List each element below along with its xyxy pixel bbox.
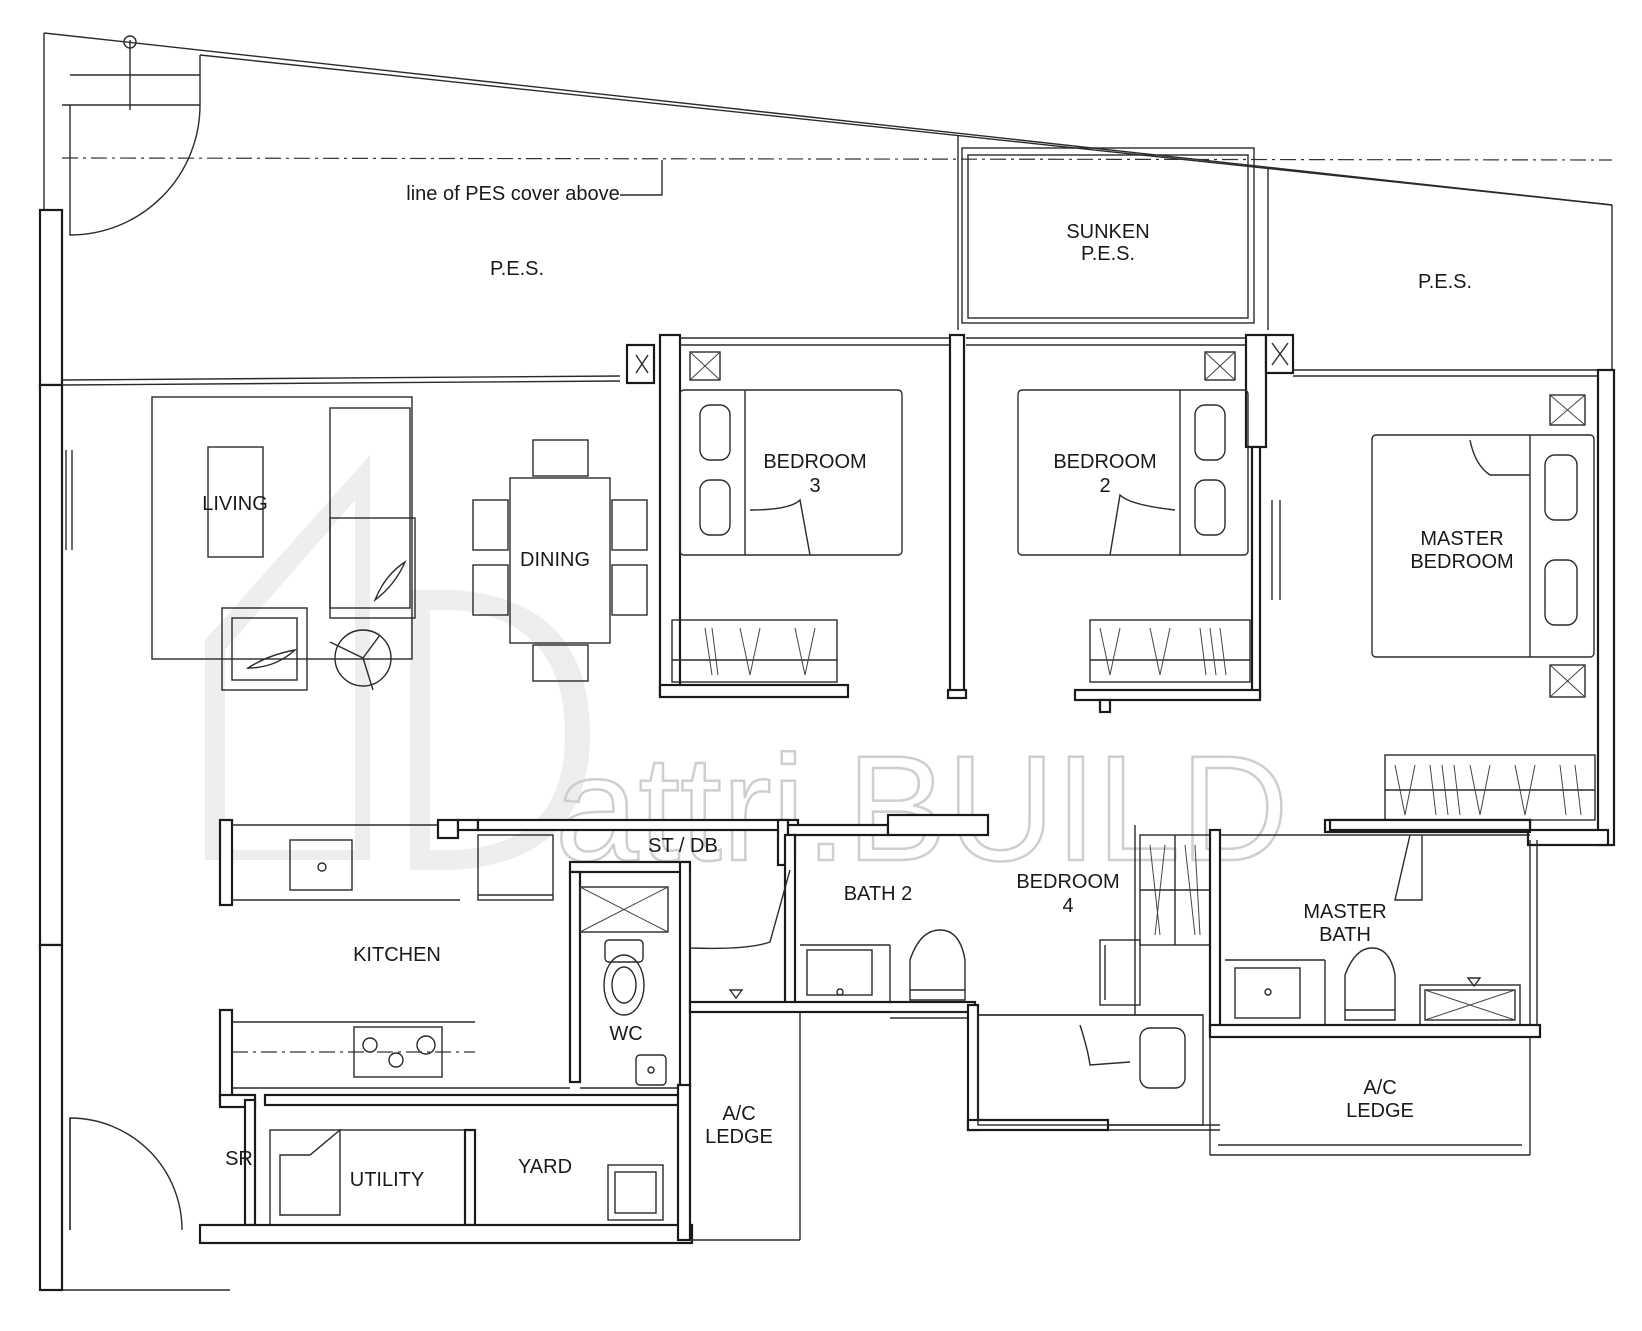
master-bath-label-2: BATH (1319, 924, 1371, 946)
outer-boundary (38, 32, 1613, 1292)
bedroom-3-label-1: BEDROOM (763, 451, 866, 473)
master-bath-label-1: MASTER (1303, 901, 1386, 923)
bedroom-4-walls (966, 825, 1222, 1132)
st-db-label: ST / DB (648, 835, 718, 857)
sunken-pes-label-2: P.E.S. (1081, 243, 1135, 265)
ac-ledge-left-label-1: A/C (722, 1103, 755, 1125)
room-labels: line of PES cover above P.E.S. SUNKEN P.… (202, 183, 1513, 1191)
bedroom-2-label-2: 2 (1099, 475, 1110, 497)
master-bedroom-walls (1264, 333, 1616, 847)
wc-label: WC (609, 1023, 642, 1045)
bedroom-4-label-1: BEDROOM (1016, 871, 1119, 893)
kitchen-service-walls (198, 818, 801, 1245)
master-bedroom-label-2: BEDROOM (1410, 551, 1513, 573)
bedroom-3-walls (625, 333, 958, 699)
entry-door-top (62, 35, 201, 236)
ac-ledge-right-label-2: LEDGE (1346, 1100, 1414, 1122)
ac-ledge-right-label-1: A/C (1363, 1077, 1396, 1099)
pes-left-label: P.E.S. (490, 258, 544, 280)
living-label: LIVING (202, 493, 268, 515)
entry-door-bottom (69, 1117, 183, 1231)
utility-label: UTILITY (350, 1169, 424, 1191)
ac-ledge-left-label-2: LEDGE (705, 1126, 773, 1148)
bath-2-walls (688, 813, 990, 1019)
bedroom-3-label-2: 3 (809, 475, 820, 497)
living-dining-furniture (65, 396, 648, 691)
kitchen-label: KITCHEN (353, 944, 441, 966)
master-bedroom-label-1: MASTER (1420, 528, 1503, 550)
sunken-pes-box (957, 135, 1269, 330)
dining-label: DINING (520, 549, 590, 571)
master-bath-walls (1208, 818, 1542, 1156)
bedroom-2-label-1: BEDROOM (1053, 451, 1156, 473)
sr-label: SR (225, 1148, 253, 1170)
bedroom-4-label-2: 4 (1062, 895, 1073, 917)
pes-right-label: P.E.S. (1418, 271, 1472, 293)
pes-cover-note: line of PES cover above (406, 183, 619, 205)
bedroom-2-walls (946, 333, 1268, 714)
yard-label: YARD (518, 1156, 572, 1178)
sunken-pes-label-1: SUNKEN (1066, 221, 1149, 243)
bath-2-label: BATH 2 (844, 883, 913, 905)
